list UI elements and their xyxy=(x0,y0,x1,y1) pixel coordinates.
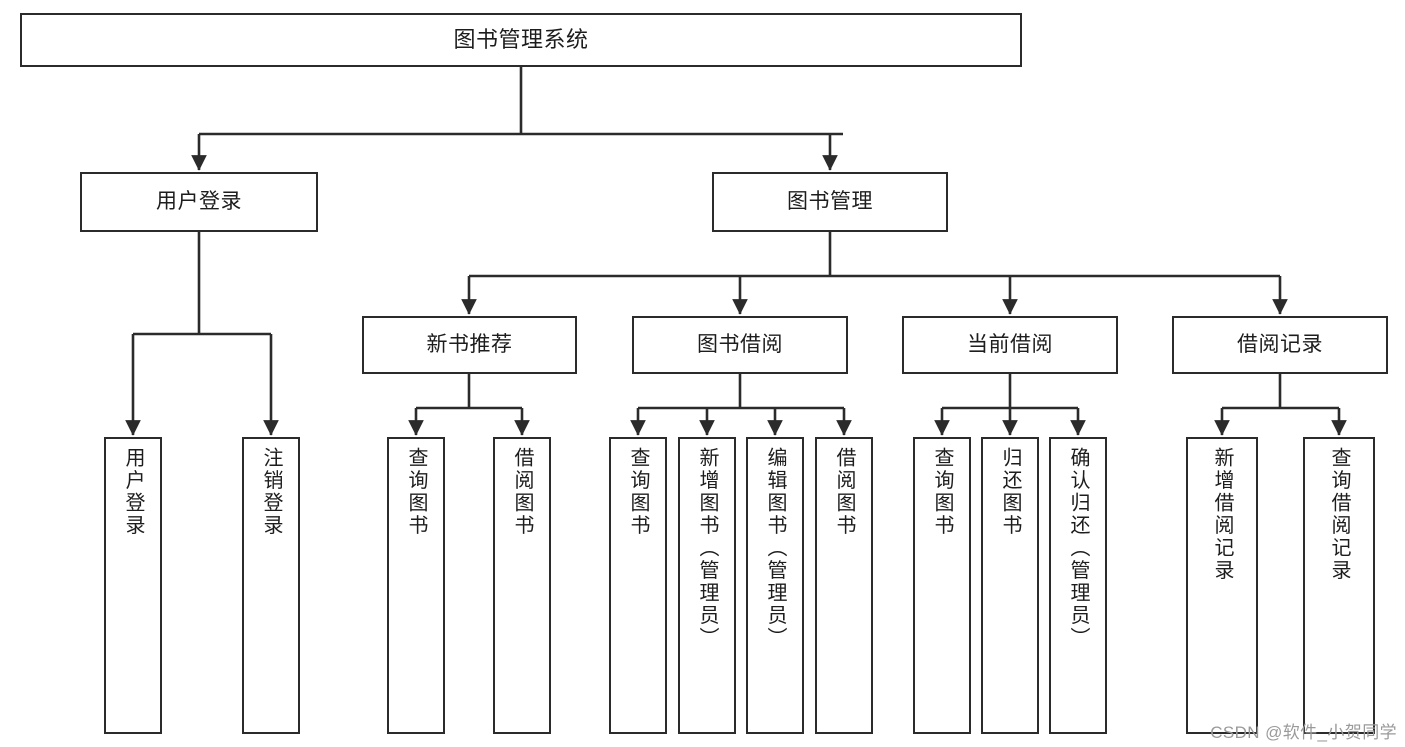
node-new-book-recommend[interactable]: 新书推荐 xyxy=(362,316,577,374)
node-root-system[interactable]: 图书管理系统 xyxy=(20,13,1022,67)
node-leaf-user-login-label: 用户登录 xyxy=(122,447,144,537)
node-leaf-logout-login[interactable]: 注销登录 xyxy=(242,437,300,734)
node-book-borrow-label: 图书借阅 xyxy=(697,333,783,357)
node-leaf-query-record-label: 查询借阅记录 xyxy=(1328,447,1350,582)
node-leaf-query-book-2-label: 查询图书 xyxy=(627,447,649,537)
node-current-borrow-label: 当前借阅 xyxy=(967,333,1053,357)
node-leaf-add-record[interactable]: 新增借阅记录 xyxy=(1186,437,1258,734)
node-leaf-return-book[interactable]: 归还图书 xyxy=(981,437,1039,734)
node-borrow-record[interactable]: 借阅记录 xyxy=(1172,316,1388,374)
node-leaf-borrow-book-2-label: 借阅图书 xyxy=(833,447,855,537)
node-leaf-add-book[interactable]: 新增图书（管理员） xyxy=(678,437,736,734)
node-borrow-record-label: 借阅记录 xyxy=(1237,333,1323,357)
node-book-borrow[interactable]: 图书借阅 xyxy=(632,316,848,374)
node-new-book-recommend-label: 新书推荐 xyxy=(426,333,513,357)
node-leaf-edit-book[interactable]: 编辑图书（管理员） xyxy=(746,437,804,734)
node-leaf-borrow-book-2[interactable]: 借阅图书 xyxy=(815,437,873,734)
node-leaf-query-book-3-label: 查询图书 xyxy=(931,447,953,537)
node-leaf-borrow-book-1[interactable]: 借阅图书 xyxy=(493,437,551,734)
node-user-login-label: 用户登录 xyxy=(156,190,242,214)
csdn-watermark: CSDN @软件_小贺同学 xyxy=(1210,723,1397,742)
node-leaf-query-book-2[interactable]: 查询图书 xyxy=(609,437,667,734)
node-leaf-user-login[interactable]: 用户登录 xyxy=(104,437,162,734)
node-leaf-add-book-label: 新增图书（管理员） xyxy=(696,447,718,650)
node-leaf-add-record-label: 新增借阅记录 xyxy=(1211,447,1233,582)
node-leaf-confirm-return-label: 确认归还（管理员） xyxy=(1067,447,1089,650)
node-leaf-confirm-return[interactable]: 确认归还（管理员） xyxy=(1049,437,1107,734)
node-leaf-return-book-label: 归还图书 xyxy=(999,447,1021,537)
node-leaf-edit-book-label: 编辑图书（管理员） xyxy=(764,447,786,650)
node-book-manage[interactable]: 图书管理 xyxy=(712,172,948,232)
node-root-system-label: 图书管理系统 xyxy=(453,26,589,52)
node-leaf-borrow-book-1-label: 借阅图书 xyxy=(511,447,533,537)
node-leaf-query-book-3[interactable]: 查询图书 xyxy=(913,437,971,734)
node-user-login[interactable]: 用户登录 xyxy=(80,172,318,232)
node-book-manage-label: 图书管理 xyxy=(787,190,873,214)
node-current-borrow[interactable]: 当前借阅 xyxy=(902,316,1118,374)
node-leaf-query-record[interactable]: 查询借阅记录 xyxy=(1303,437,1375,734)
node-leaf-query-book-1-label: 查询图书 xyxy=(405,447,427,537)
node-leaf-logout-login-label: 注销登录 xyxy=(260,447,282,537)
node-leaf-query-book-1[interactable]: 查询图书 xyxy=(387,437,445,734)
